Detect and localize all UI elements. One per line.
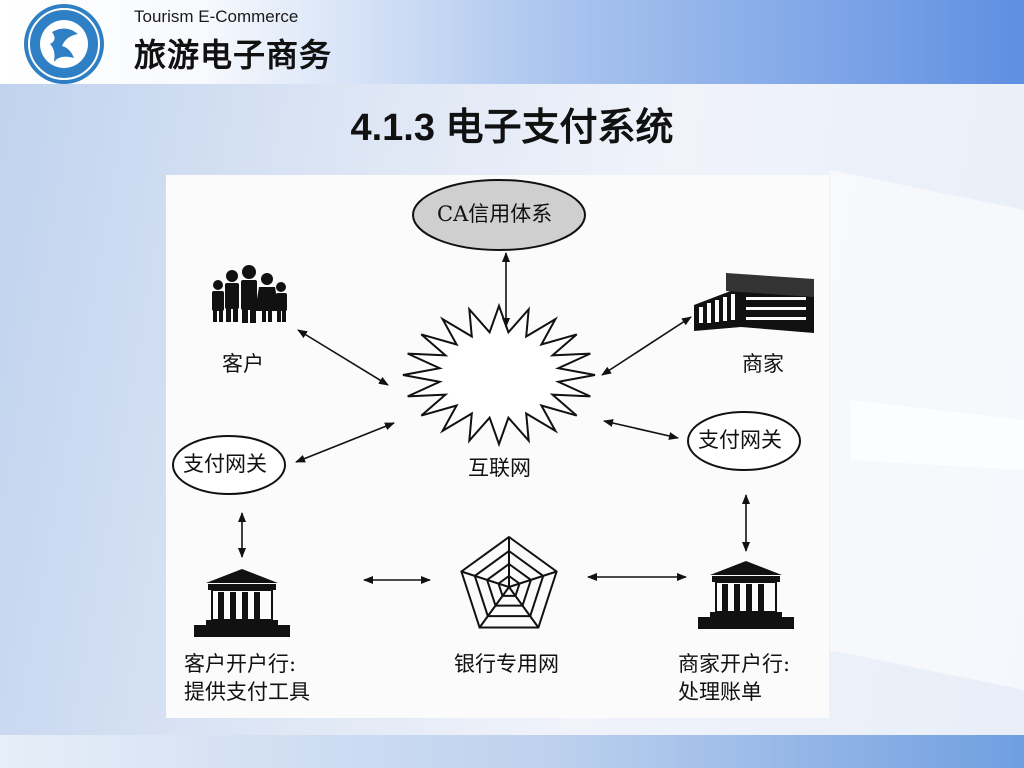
slide-title: 4.1.3 电子支付系统 [350,107,674,149]
course-title-cn: 旅游电子商务 [134,36,333,74]
course-title-en: Tourism E-Commerce [134,7,299,26]
bank-network-web [460,535,558,629]
web-ring [460,535,558,629]
connection-arrows [238,252,750,584]
merchant-building-icon [694,273,814,333]
merchant-bank-icon [698,561,794,629]
merchant-label: 商家 [742,352,784,376]
ca-label: CA信用体系 [437,202,553,226]
footer-band [0,735,1024,768]
customer-bank-label-line1: 客户开户行: [184,652,297,676]
arrow-merchant-internet [601,316,692,376]
web-spoke [461,570,510,588]
diagram-graphics [172,179,814,637]
bank-network-label: 银行专用网 [454,652,559,676]
merchant-bank-label-line2: 处理账单 [678,680,762,704]
arrow-customer-internet [297,329,389,386]
customer-bank-label-line2: 提供支付工具 [184,680,310,704]
internet-starburst [402,302,596,448]
web-ring [485,562,533,607]
customer-people-icon [212,265,287,323]
left-gateway-label: 支付网关 [183,452,267,476]
customer-bank-icon [194,569,290,637]
arrow-gateway-left-internet [295,422,395,463]
web-ring [497,574,521,597]
merchant-bank-label-line1: 商家开户行: [678,652,791,676]
left-gateway-ellipse [172,435,286,495]
institute-logo [24,4,104,84]
web-spoke [508,570,557,588]
ca-ellipse [412,179,586,251]
background-decoration [830,170,1024,690]
web-ring [473,549,545,618]
arrow-gateway-right-internet [603,419,679,440]
web-spoke [508,586,540,629]
internet-label: 互联网 [468,456,531,480]
customer-label: 客户 [222,352,264,376]
right-gateway-ellipse [687,411,801,471]
right-gateway-label: 支付网关 [698,428,782,452]
payment-system-diagram: CA信用体系 客户 商家 互联网 支付网关 支付网关 银行专用网 客户开户行: … [166,175,829,718]
web-spoke [478,586,510,629]
header-band [0,0,1024,84]
